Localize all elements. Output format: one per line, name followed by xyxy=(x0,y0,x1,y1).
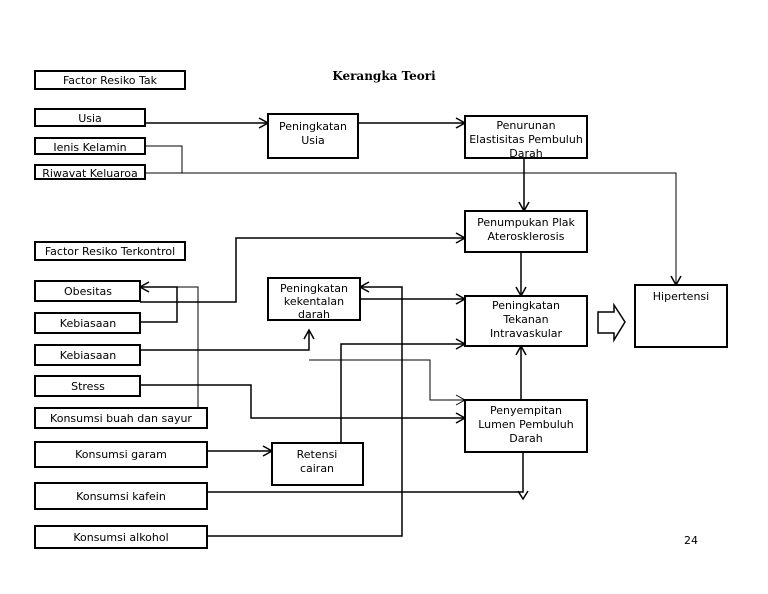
stress-box xyxy=(34,375,141,397)
konsumsi-buah-box xyxy=(34,407,208,429)
konsumsi-buah-label: Konsumsi buah dan sayur xyxy=(50,412,192,425)
factor-resiko-terkontrol-box xyxy=(34,241,186,261)
riwayat-keluarga-label: Riwavat Keluaroa xyxy=(42,167,137,180)
penyempitan-lumen-line-3: Darah xyxy=(509,432,542,445)
penumpukan-plak-line-2: Aterosklerosis xyxy=(488,230,565,243)
penurunan-elastisitas-line-3: Darah xyxy=(509,147,542,160)
arrow-retensi-to-tekanan xyxy=(340,343,465,443)
stress-label: Stress xyxy=(71,380,105,393)
arrow-kebiasaan-to-kekentalan xyxy=(140,330,310,351)
hipertensi-label: Hipertensi xyxy=(653,290,709,303)
line-buah-to-obesitas xyxy=(177,286,199,408)
arrow-kafein-to-penyempitan xyxy=(207,452,524,493)
konsumsi-kafein-label: Konsumsi kafein xyxy=(76,490,166,503)
left-column: Factor Resiko Tak Usia Ienis Kelamin Riw… xyxy=(34,70,208,549)
factor-resiko-terkontrol-label: Factor Resiko Terkontrol xyxy=(45,245,175,258)
kebiasaan-box-1 xyxy=(34,312,141,334)
usia-label: Usia xyxy=(78,112,102,125)
peningkatan-kekentalan-line-3: darah xyxy=(298,308,330,321)
peningkatan-tekanan-line-2: Tekanan xyxy=(502,313,548,326)
peningkatan-usia-box xyxy=(267,113,359,159)
kebiasaan-label-2: Kebiasaan xyxy=(60,349,116,362)
konsumsi-alkohol-box xyxy=(34,525,208,549)
arrow-riwayat-to-hipertensi xyxy=(145,172,677,285)
usia-box xyxy=(34,108,146,127)
penyempitan-lumen-box xyxy=(464,399,588,453)
penurunan-elastisitas-box xyxy=(464,115,588,159)
middle-column: Peningkatan Usia Peningkatan kekentalan … xyxy=(267,113,364,486)
jenis-kelamin-box xyxy=(34,137,146,155)
arrow-stress-to-penyempitan xyxy=(140,384,465,419)
penyempitan-lumen-line-1: Penyempitan xyxy=(490,404,562,417)
konsumsi-kafein-box xyxy=(34,482,208,510)
penurunan-elastisitas-line-1: Penurunan xyxy=(496,119,555,132)
connectors xyxy=(138,117,682,537)
peningkatan-kekentalan-line-1: Peningkatan xyxy=(280,282,348,295)
factor-resiko-tak-label: Factor Resiko Tak xyxy=(63,74,158,87)
right-column: Penurunan Elastisitas Pembuluh Darah Pen… xyxy=(464,115,728,453)
penumpukan-plak-box xyxy=(464,210,588,253)
kebiasaan-label-1: Kebiasaan xyxy=(60,317,116,330)
arrow-obesitas-to-plak xyxy=(140,237,465,303)
retensi-cairan-line-1: Retensi xyxy=(297,448,338,461)
line-kebiasaan-to-obesitas xyxy=(140,286,178,323)
riwayat-keluarga-box xyxy=(34,164,146,180)
peningkatan-usia-line-2: Usia xyxy=(301,134,325,147)
peningkatan-tekanan-line-1: Peningkatan xyxy=(492,299,560,312)
obesitas-label: Obesitas xyxy=(64,285,112,298)
penyempitan-lumen-line-2: Lumen Pembuluh xyxy=(478,418,574,431)
kebiasaan-box-2 xyxy=(34,344,141,366)
jenis-kelamin-label: Ienis Kelamin xyxy=(53,141,126,154)
block-arrow-to-hipertensi xyxy=(597,302,626,343)
peningkatan-tekanan-box xyxy=(464,295,588,347)
arrow-kebiasaan-to-penyempitan xyxy=(309,359,465,401)
line-jenis-kelamin xyxy=(145,145,183,173)
obesitas-box xyxy=(34,280,141,302)
konsumsi-garam-box xyxy=(34,441,208,468)
arrow-alkohol-to-kekentalan xyxy=(207,286,403,537)
peningkatan-usia-line-1: Peningkatan xyxy=(279,120,347,133)
konsumsi-garam-label: Konsumsi garam xyxy=(75,448,167,461)
factor-resiko-tak-box xyxy=(34,70,186,90)
retensi-cairan-line-2: cairan xyxy=(300,462,334,475)
diagram-title: Kerangka Teori xyxy=(332,69,436,83)
konsumsi-alkohol-label: Konsumsi alkohol xyxy=(73,531,168,544)
peningkatan-kekentalan-line-2: kekentalan xyxy=(284,295,344,308)
peningkatan-tekanan-line-3: Intravaskular xyxy=(490,327,563,340)
hipertensi-box xyxy=(634,284,728,348)
retensi-cairan-box xyxy=(271,442,364,486)
penurunan-elastisitas-line-2: Elastisitas Pembuluh xyxy=(469,133,583,146)
peningkatan-kekentalan-box xyxy=(267,277,361,321)
penumpukan-plak-line-1: Penumpukan Plak xyxy=(477,216,575,229)
page-number: 24 xyxy=(684,534,698,547)
